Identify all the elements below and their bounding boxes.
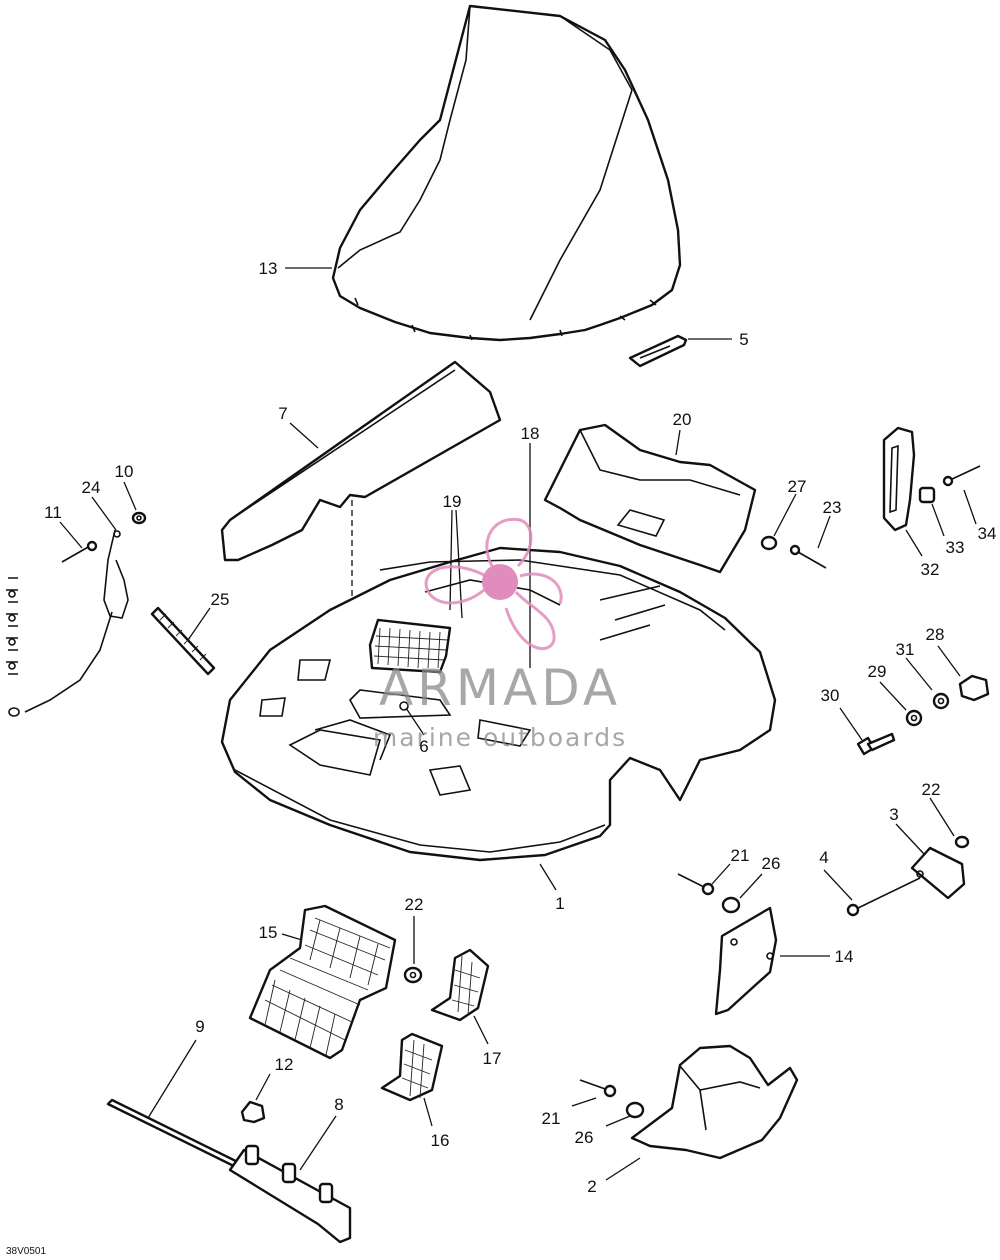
part-pin-4 bbox=[846, 877, 921, 917]
part-bolt-30 bbox=[856, 732, 896, 756]
part-rivet-21b bbox=[579, 1079, 617, 1098]
armada-logo-watermark: ARMADA marine outboards bbox=[373, 517, 627, 752]
callout-28: 28 bbox=[926, 625, 945, 644]
part-rivet-11 bbox=[61, 540, 98, 563]
callout-26-top: 26 bbox=[762, 854, 781, 873]
callout-8: 8 bbox=[334, 1095, 343, 1114]
callout-31: 31 bbox=[896, 640, 915, 659]
callout-12: 12 bbox=[275, 1055, 294, 1074]
callout-14: 14 bbox=[835, 947, 854, 966]
part-side-panel bbox=[220, 360, 502, 640]
callout-23: 23 bbox=[823, 498, 842, 517]
part-washer-10 bbox=[131, 511, 147, 525]
part-hinge-bracket bbox=[910, 846, 966, 900]
logo-blade-4 bbox=[519, 572, 563, 605]
part-headlight bbox=[368, 618, 452, 674]
callout-29: 29 bbox=[868, 662, 887, 681]
callout-33: 33 bbox=[946, 538, 965, 557]
part-tether-cord bbox=[8, 529, 129, 717]
callout-27: 27 bbox=[788, 477, 807, 496]
callout-20: 20 bbox=[673, 410, 692, 429]
drawing-code: 38V0501 bbox=[6, 1246, 46, 1257]
part-headlight-cover bbox=[543, 423, 757, 574]
part-spacer-33 bbox=[918, 486, 936, 504]
propeller-logo-icon bbox=[424, 517, 563, 650]
part-washer-22a bbox=[954, 835, 970, 849]
callout-3: 3 bbox=[889, 805, 898, 824]
callout-15: 15 bbox=[259, 923, 278, 942]
part-key-tag-stack bbox=[6, 577, 18, 675]
part-washer-31 bbox=[932, 692, 950, 710]
callout-13: 13 bbox=[259, 259, 278, 278]
part-spring bbox=[150, 606, 216, 676]
callout-1: 1 bbox=[555, 894, 564, 913]
part-clip bbox=[628, 334, 688, 368]
callout-2: 2 bbox=[587, 1177, 596, 1196]
callout-7: 7 bbox=[278, 404, 287, 423]
callout-5: 5 bbox=[739, 330, 748, 349]
callout-11: 11 bbox=[44, 503, 62, 522]
part-washer-22b bbox=[403, 966, 423, 984]
part-nut-12 bbox=[240, 1100, 266, 1124]
part-hood bbox=[220, 546, 777, 862]
callout-10: 10 bbox=[115, 462, 134, 481]
callout-30: 30 bbox=[821, 686, 840, 705]
part-screw-34 bbox=[942, 465, 981, 487]
callout-34: 34 bbox=[978, 524, 997, 543]
part-plate-8 bbox=[228, 1144, 352, 1244]
part-windshield bbox=[331, 4, 682, 342]
part-washer-26b bbox=[625, 1101, 645, 1119]
part-bracket-16 bbox=[380, 1032, 444, 1102]
part-rod bbox=[106, 1098, 252, 1174]
callout-4: 4 bbox=[819, 848, 828, 867]
callout-24: 24 bbox=[82, 478, 101, 497]
part-washer-29 bbox=[905, 709, 923, 727]
callout-19: 19 bbox=[443, 492, 462, 511]
callout-16: 16 bbox=[431, 1131, 450, 1150]
logo-blade-1 bbox=[485, 517, 533, 568]
part-heat-shield-15 bbox=[248, 904, 397, 1060]
callout-22-top: 22 bbox=[922, 780, 941, 799]
leader-lines bbox=[59, 267, 977, 1181]
part-handle bbox=[882, 426, 916, 532]
logo-blade-3 bbox=[504, 590, 556, 650]
callout-25: 25 bbox=[211, 590, 230, 609]
part-washer-26a bbox=[721, 896, 741, 914]
callout-17: 17 bbox=[483, 1049, 502, 1068]
callout-18: 18 bbox=[521, 424, 540, 443]
callout-22-mid: 22 bbox=[405, 895, 424, 914]
part-rivet-21a bbox=[677, 873, 715, 896]
callout-21-bottom: 21 bbox=[542, 1109, 561, 1128]
part-bracket-14 bbox=[714, 906, 778, 1016]
callout-32: 32 bbox=[921, 560, 940, 579]
watermark-brand: ARMADA bbox=[379, 659, 621, 717]
callout-21-top: 21 bbox=[731, 846, 750, 865]
callout-9: 9 bbox=[195, 1017, 204, 1036]
logo-blade-2 bbox=[424, 565, 487, 605]
logo-hub bbox=[482, 564, 518, 600]
part-nut-28 bbox=[958, 674, 990, 702]
callout-labels: 13 5 7 18 20 19 10 24 11 25 27 23 33 34 … bbox=[44, 259, 996, 1196]
part-rivet-23 bbox=[789, 544, 827, 569]
watermark-tagline: marine outboards bbox=[373, 723, 627, 752]
callout-26-bottom: 26 bbox=[575, 1128, 594, 1147]
callout-6: 6 bbox=[419, 737, 428, 756]
part-bracket-17 bbox=[430, 948, 490, 1022]
part-washer-27 bbox=[760, 535, 778, 551]
part-cover-2 bbox=[630, 1044, 799, 1160]
